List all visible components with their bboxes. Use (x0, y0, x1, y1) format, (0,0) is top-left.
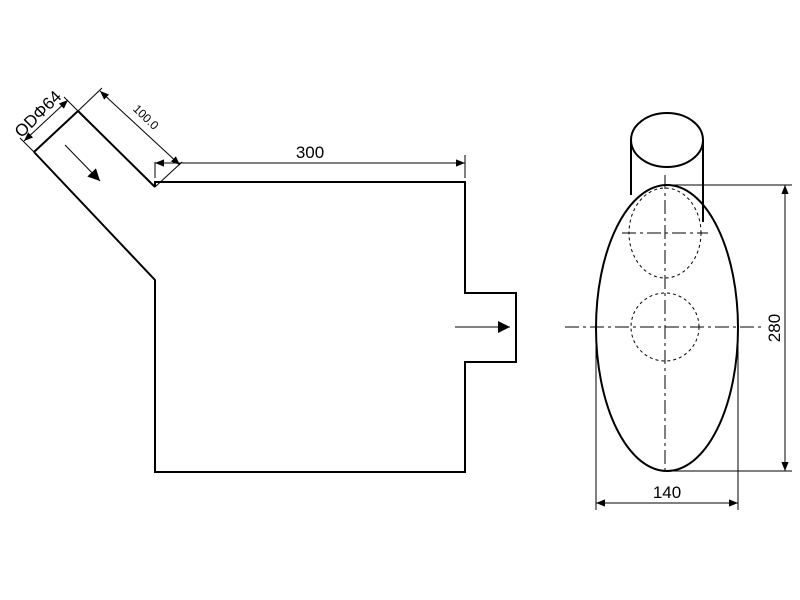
width-dimension-label: 140 (653, 483, 681, 502)
oval-body-outline (595, 184, 739, 472)
inlet-length-label: 100.0 (130, 102, 162, 133)
inlet-diameter-label: ODΦ64 (11, 87, 65, 141)
height-dimension-label: 280 (765, 314, 784, 342)
muffler-body-outline (33, 151, 517, 473)
end-view: 280 140 (565, 112, 792, 510)
side-view: 300 100.0 ODΦ64 (11, 87, 517, 473)
inlet-pipe-top-ellipse (630, 112, 704, 168)
width-dimension: 140 (595, 330, 739, 510)
inlet-flow-arrow (64, 144, 101, 182)
height-dimension: 280 (668, 184, 792, 472)
length-dimension-label: 300 (296, 143, 324, 162)
length-dimension: 300 (154, 143, 466, 178)
inlet-length-dimension: 100.0 (77, 87, 183, 188)
